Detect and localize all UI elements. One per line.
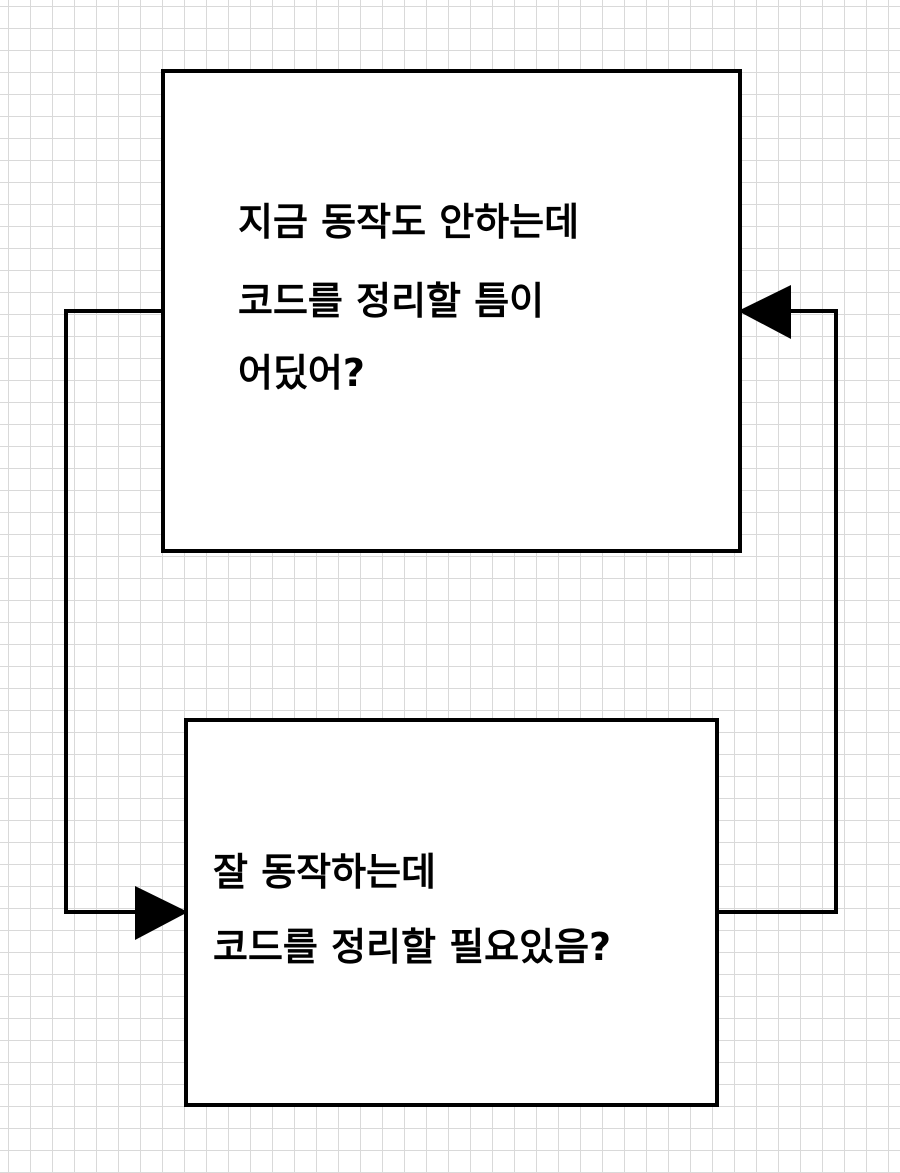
bottom-box	[184, 718, 719, 1107]
top-box-line-3: 어딨어?	[238, 351, 365, 395]
arrowhead-into-bottom-box	[135, 886, 188, 940]
bottom-box-line-2: 코드를 정리할 필요있음?	[213, 925, 612, 969]
connector-top-to-bottom	[64, 309, 161, 914]
top-box-line-2: 코드를 정리할 틈이	[238, 279, 545, 323]
bottom-box-line-1: 잘 동작하는데	[213, 850, 436, 894]
top-box	[161, 69, 742, 553]
top-box-line-1: 지금 동작도 안하는데	[238, 200, 580, 244]
arrowhead-into-top-box	[738, 285, 791, 339]
connector-bottom-to-top	[719, 309, 838, 914]
